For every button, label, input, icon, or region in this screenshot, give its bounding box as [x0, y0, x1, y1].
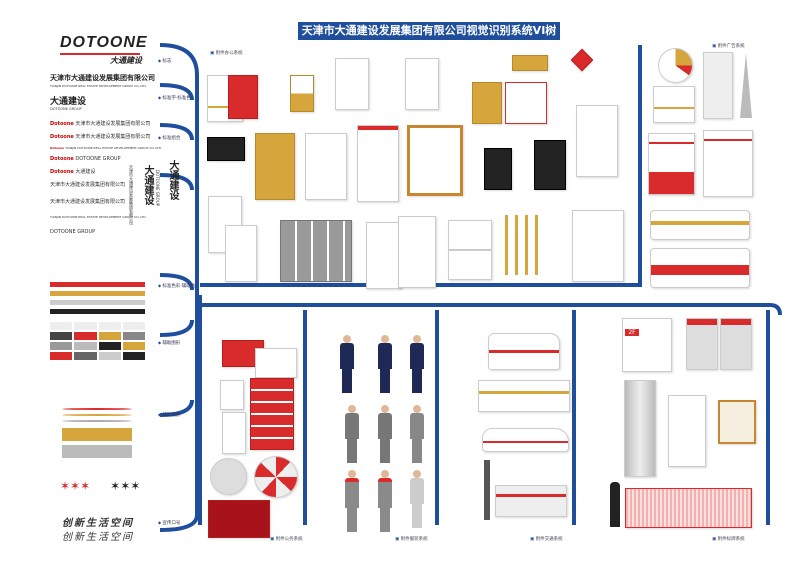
report-cover-2: [398, 216, 436, 288]
certificate-frame: [407, 125, 463, 196]
envelope-white: [305, 133, 347, 200]
branch-label: 辅助图形: [158, 340, 180, 346]
uniform-figure: [340, 335, 354, 393]
directory-sign: 2F: [622, 318, 672, 372]
report-cover: [366, 222, 402, 289]
floor-number: 2F: [625, 329, 639, 336]
branch-label: 标准字·标准色: [158, 95, 190, 101]
brochure-item: [653, 86, 695, 123]
cup-item: [290, 75, 314, 112]
guard-figure: [610, 482, 620, 527]
mailbox-sign-2: [720, 318, 752, 370]
paper-bag: [222, 412, 246, 454]
section-advert: 附件广告系统: [712, 43, 745, 49]
business-card: [207, 137, 245, 161]
short-en: DOTOONE GROUP: [50, 107, 82, 111]
slogan-script: 创新生活空间: [62, 532, 134, 543]
vertical-group: DOTOONE GROUP: [155, 170, 160, 207]
section-apparel: 附件服装系统: [395, 536, 428, 542]
pens-item: [505, 215, 545, 275]
umbrella-item-2: [254, 456, 298, 498]
vertical-company: 天津市大通建设发展集团有限公司: [129, 165, 134, 225]
poster-item: [648, 133, 695, 195]
uniform-figure: [378, 335, 392, 393]
branch-label: 标准组合: [158, 135, 180, 141]
letterhead-item-2: [405, 58, 439, 110]
uniform-figure: [378, 470, 392, 532]
section-signage: 附件标牌系统: [712, 536, 745, 542]
envelope-small-2: [448, 250, 492, 280]
poster-item-2: [703, 130, 753, 197]
brand-logo: DOTOONE 大通建设: [60, 34, 148, 66]
standard-colors: [50, 282, 145, 360]
page-title: 天津市大通建设发展集团有限公司视觉识别系统VI树: [298, 22, 560, 40]
calendar-item: [250, 378, 294, 450]
branch-label: 标准色彩·辅助色: [158, 283, 195, 289]
gift-card: [255, 348, 297, 378]
company-cn: 天津市大通建设发展集团有限公司: [50, 74, 155, 82]
company-en: TIANJIN DOTOONE REAL ESTATE DEVELOPMENT …: [50, 84, 147, 88]
uniform-figure: [410, 405, 424, 463]
short-cn: 大通建设: [50, 97, 87, 107]
envelope-vertical-2: [225, 225, 257, 282]
logo-combinations: Dotoone 天津市大通建设发展集团有限公司 Dotoone 天津市大通建设发…: [50, 121, 162, 235]
vertical-cn: 大通建设: [142, 165, 153, 205]
uniform-figure: [345, 470, 359, 532]
envelope-large: [255, 133, 295, 200]
certificate-cover: [472, 82, 502, 124]
envelope-small: [448, 220, 492, 250]
binders-item: [280, 220, 352, 282]
auxiliary-graphics: [62, 408, 132, 458]
vertical-cn-2: 大通建设: [167, 160, 178, 200]
section-affairs: 附件公务系统: [270, 536, 303, 542]
mailbox-sign: [686, 318, 718, 370]
totem-item: [740, 53, 752, 118]
gift-box: [208, 500, 270, 538]
uniform-figure: [345, 405, 359, 463]
van-item: [488, 333, 560, 370]
cd-item: [658, 48, 693, 83]
forklift-item: [495, 485, 567, 517]
table-form: [572, 210, 624, 282]
pylon-sign: [624, 380, 656, 477]
gate-item: [625, 488, 752, 528]
branch-label: 标志: [158, 58, 171, 64]
umbrella-item: [210, 458, 247, 495]
uniform-figure: [410, 335, 424, 393]
bus-item: [650, 210, 750, 240]
bus-item-2: [650, 248, 750, 288]
tag-item: [220, 380, 244, 410]
nameplate-item: [512, 55, 548, 71]
certificate-item: [505, 82, 547, 124]
section-transport: 附件交通系统: [530, 536, 563, 542]
banner-item: [703, 52, 733, 119]
branch-label: 宣传口号: [158, 520, 180, 526]
section-office: 附件办公系统: [210, 50, 243, 56]
door-sign: [668, 395, 706, 467]
people-graphic: ✶✶✶✶✶✶: [60, 479, 141, 493]
business-card-sheet: [576, 105, 618, 177]
folder-item: [228, 75, 258, 119]
form-item: [357, 125, 399, 202]
slogan: 创新生活空间: [62, 518, 134, 529]
letterhead-item: [335, 58, 369, 110]
notice-board: [718, 400, 756, 444]
car-item: [482, 428, 569, 452]
notebook-item-2: [534, 140, 566, 190]
logo-cn: 大通建设: [110, 56, 142, 65]
forklift-mast: [484, 460, 490, 520]
notebook-item: [484, 148, 512, 190]
uniform-figure: [378, 405, 392, 463]
truck-item: [478, 380, 570, 412]
uniform-figure: [410, 470, 424, 528]
branch-label: 辅助图形: [158, 412, 180, 418]
logo-en: DOTOONE: [60, 34, 148, 51]
